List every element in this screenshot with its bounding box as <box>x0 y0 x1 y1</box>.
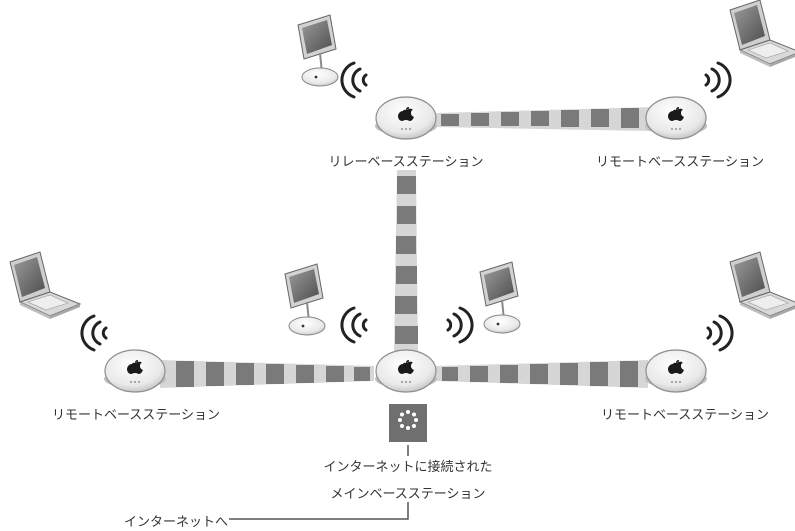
imac-icon <box>284 263 326 336</box>
remote-base-station-icon <box>103 349 167 393</box>
wireless-waves-icon <box>706 314 734 352</box>
main-base-station-icon <box>374 349 438 393</box>
imac-icon <box>479 261 521 334</box>
imac-icon <box>297 14 339 87</box>
remote-base-station-icon <box>644 349 708 393</box>
wireless-waves-icon <box>340 306 368 344</box>
remote-station-label-left: リモートベースステーション <box>51 408 221 423</box>
wireless-waves-icon <box>80 314 108 352</box>
wireless-waves-icon <box>704 61 732 99</box>
main-station-label-line1: インターネットに接続された <box>323 460 493 475</box>
wired-connection <box>229 445 409 520</box>
relay-station-label: リレーベースステーション <box>328 155 484 170</box>
main-station-label-line2: メインベースステーション <box>330 487 486 502</box>
wireless-waves-icon <box>446 306 474 344</box>
internet-port-icon <box>389 404 427 442</box>
internet-label: インターネットへ <box>123 515 228 530</box>
wireless-waves-icon <box>340 61 368 99</box>
relay-base-station-icon <box>374 96 438 140</box>
wds-link-main-right <box>436 360 648 388</box>
wds-link-main-relay <box>394 170 418 355</box>
laptop-icon <box>729 0 795 68</box>
laptop-icon <box>9 251 81 320</box>
laptop-icon <box>729 251 795 320</box>
remote-station-label-top-right: リモートベースステーション <box>595 155 765 170</box>
wds-link-relay-remote <box>436 107 652 131</box>
remote-base-station-icon <box>644 96 708 140</box>
wds-link-main-left <box>160 360 374 388</box>
remote-station-label-right: リモートベースステーション <box>600 408 770 423</box>
